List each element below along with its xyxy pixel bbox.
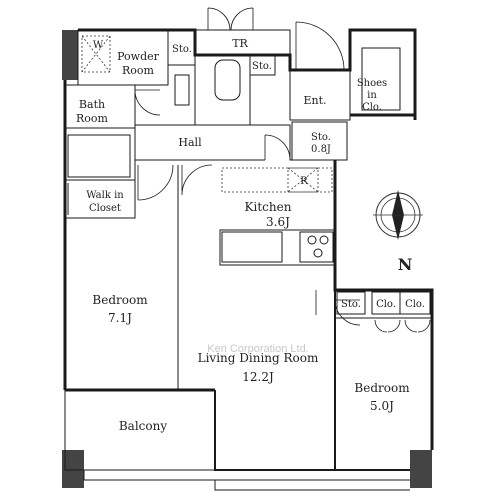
label-refrigerator: R [300,176,308,187]
pillar-top-left [62,30,78,80]
kitchen-counter-space [221,167,333,193]
north-label: N [398,255,413,274]
label-wic-line1: Walk in [86,190,124,201]
label-shoes-line2: in [367,90,377,101]
label-storage-br2: Sto. [341,299,361,310]
pillar-bottom-right [410,450,432,488]
label-powder-line1: Powder [117,50,160,63]
label-washer: W [93,40,104,51]
label-balcony: Balcony [119,419,167,433]
label-hall: Hall [178,136,202,149]
label-powder-line2: Room [122,64,155,77]
label-shoes-line1: Shoes [357,78,387,89]
label-bedroom2-line1: Bedroom [354,381,410,395]
label-entrance: Ent. [303,94,326,107]
label-bedroom1-line1: Bedroom [92,293,148,307]
label-kitchen-line2: 3.6J [266,215,290,229]
label-closet-b: Clo. [405,299,425,310]
label-tr: TR [232,37,248,50]
label-ldr-line2: 12.2J [242,370,274,384]
label-shoes-line3: Clo. [362,102,382,113]
label-ldr-line1: Living Dining Room [198,351,319,365]
label-closet-a: Clo. [376,299,396,310]
label-bedroom2-line2: 5.0J [370,399,394,413]
watermark: Ken Corporation Ltd. [207,343,309,355]
toilet-fixture [214,59,241,101]
label-wic-line2: Closet [89,203,121,214]
washer-space [81,35,111,73]
refrigerator-space [287,167,319,193]
label-storage-entry-line2: 0.8J [311,144,331,155]
label-storage-entry-line1: Sto. [311,132,331,143]
interior-walls [64,29,432,390]
doors [134,7,431,333]
label-bedroom1-line2: 7.1J [108,311,132,325]
pillar-bottom-left [62,450,84,488]
outer-walls [62,28,434,491]
label-kitchen-line1: Kitchen [245,200,292,214]
label-bath-line1: Bath [79,98,105,111]
label-bath-line2: Room [76,112,109,125]
label-storage-top: Sto. [172,44,192,55]
sink-fixture [174,74,190,106]
label-storage-toilet: Sto. [252,61,272,72]
compass-rose [373,190,423,240]
